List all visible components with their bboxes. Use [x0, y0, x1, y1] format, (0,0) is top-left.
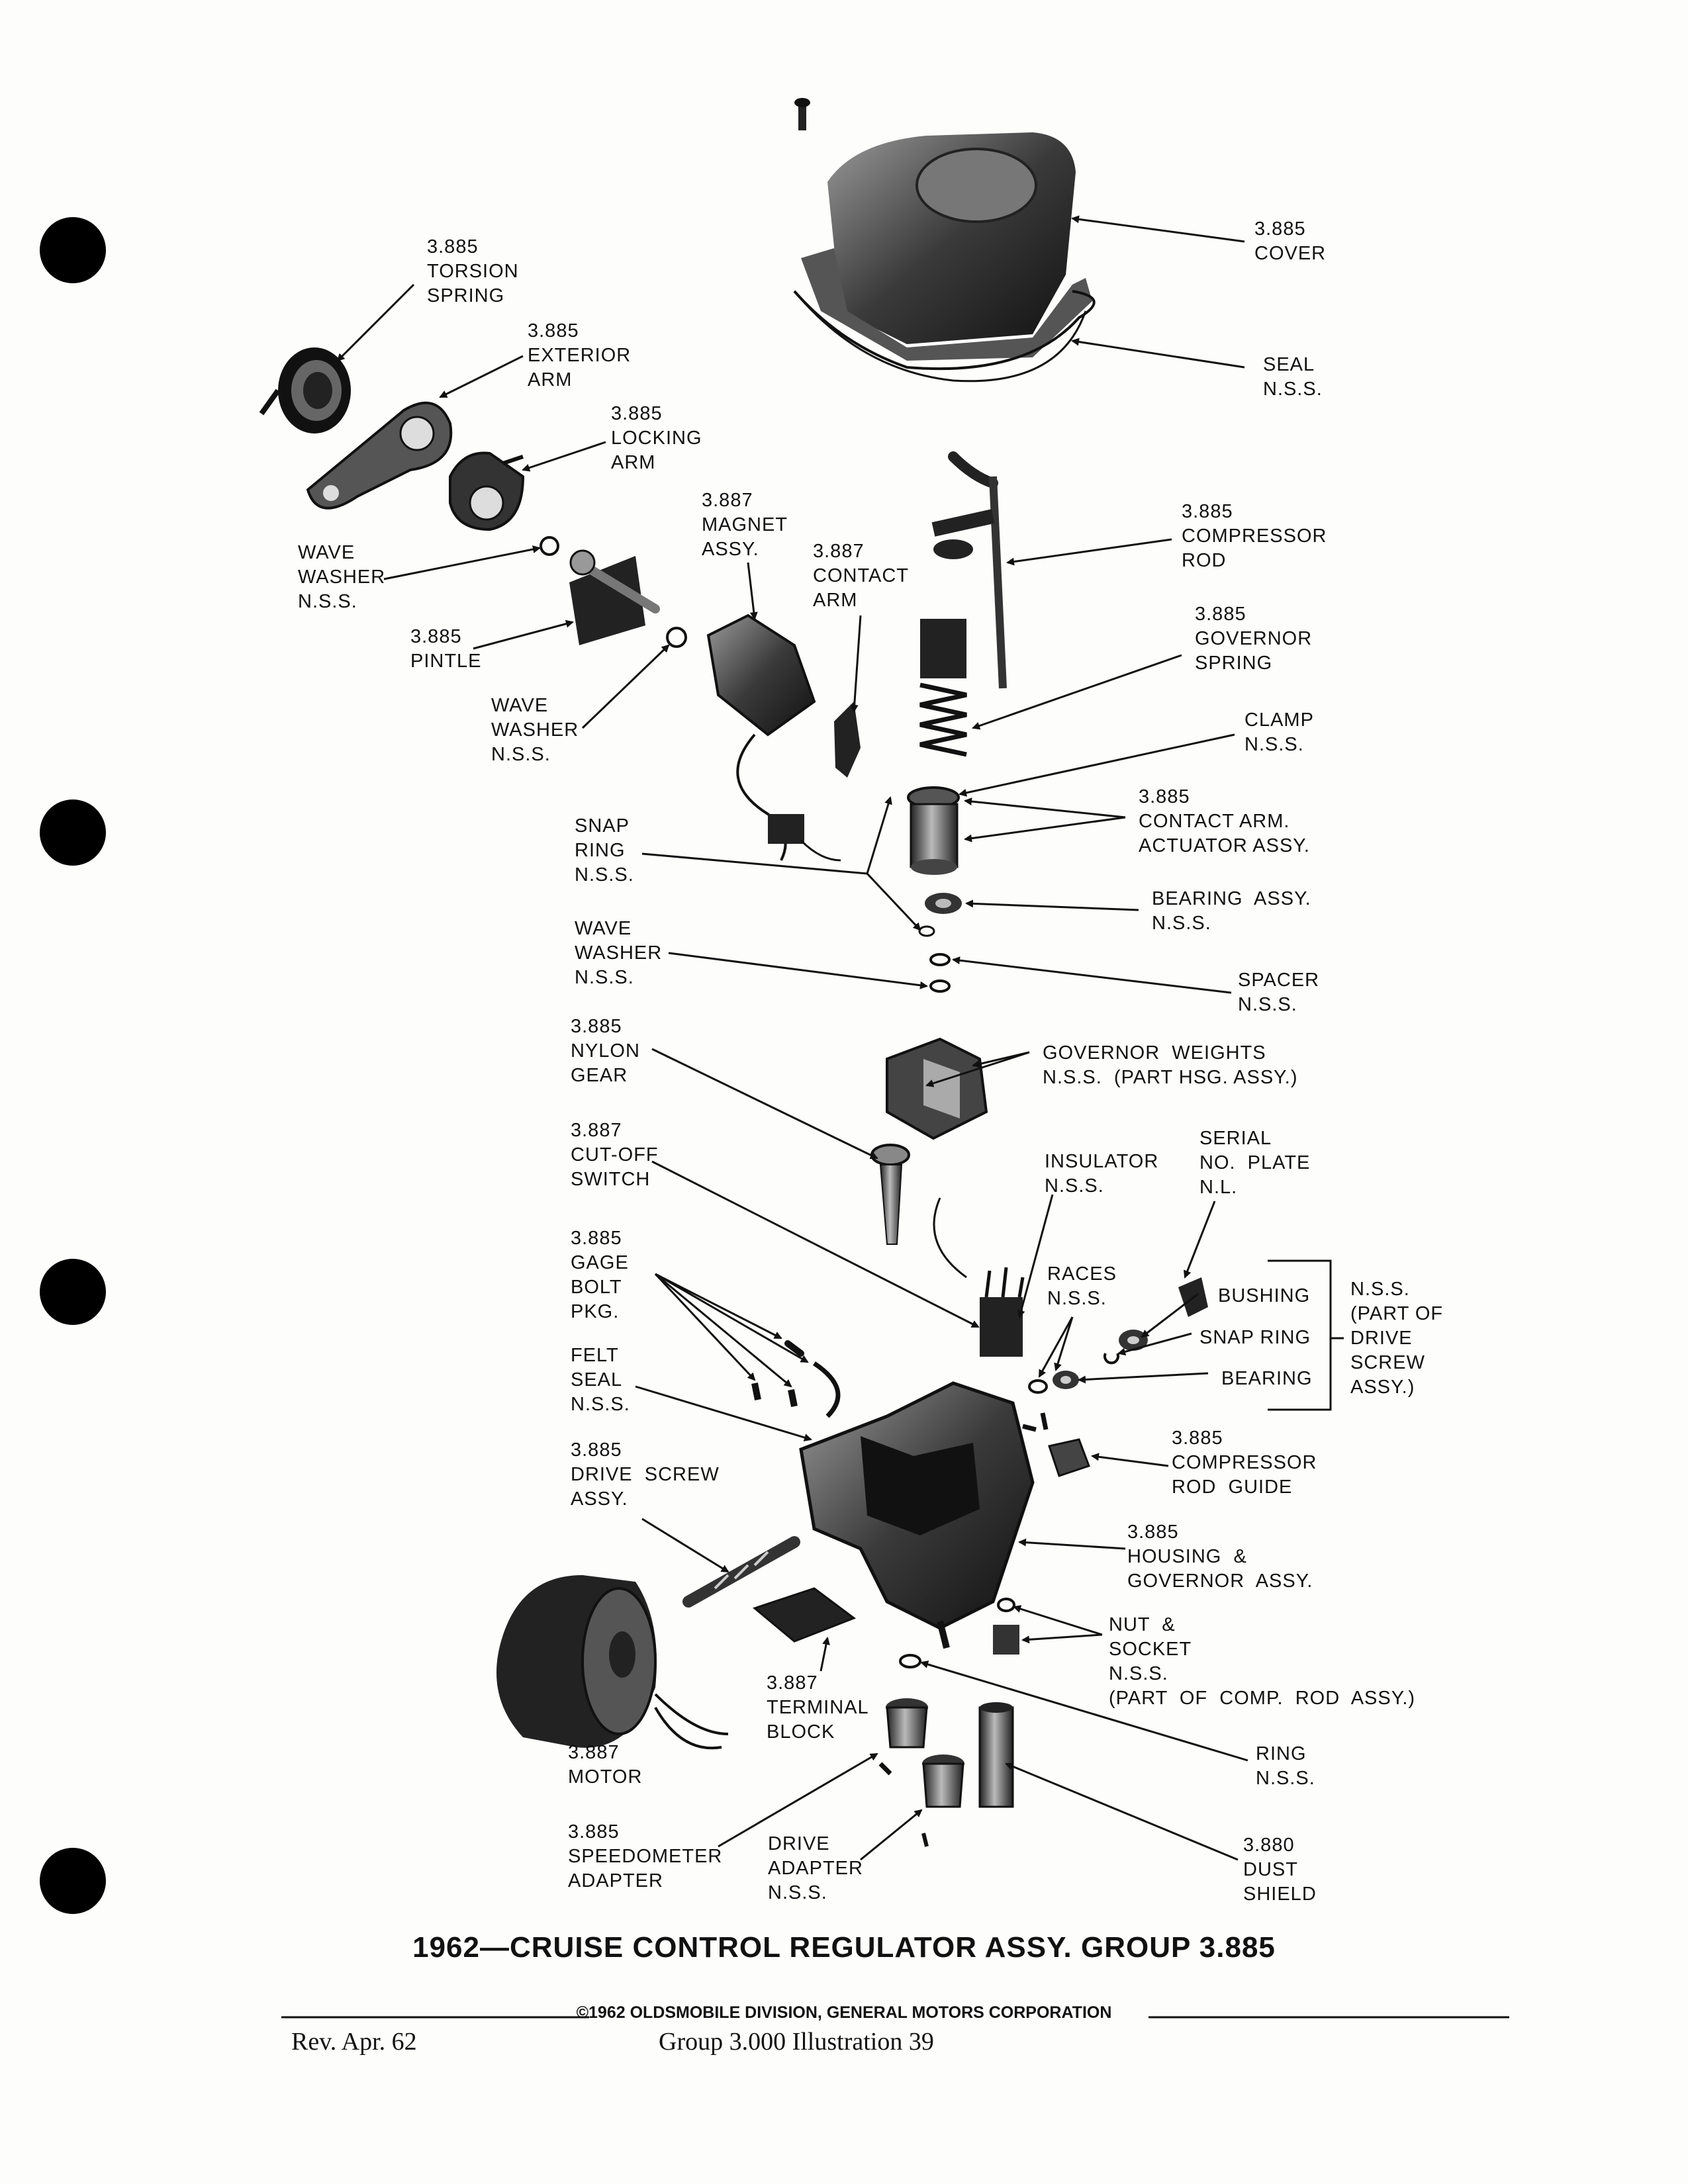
cutoff-switch-part [933, 1197, 1025, 1357]
compressor-rod-part [931, 451, 1007, 689]
contact-arm-actuator-part [907, 786, 960, 875]
nylon-gear-part [870, 1144, 910, 1245]
motor-part [496, 1575, 729, 1750]
copyright-notice: ©1962 OLDSMOBILE DIVISION, GENERAL MOTOR… [576, 2003, 1112, 2022]
contact-arm-part [834, 702, 861, 778]
wave-washer-1-part [539, 536, 559, 556]
governor-spring-part [919, 619, 967, 757]
housing-governor-part [799, 1381, 1035, 1649]
wave-washer-2-part [666, 627, 687, 648]
locking-arm-part [449, 451, 525, 531]
label-bushing: BUSHING [1218, 1285, 1311, 1306]
page-title: 1962—CRUISE CONTROL REGULATOR ASSY. GROU… [412, 1931, 1276, 1964]
label-snap-ring-2: SNAP RING [1199, 1327, 1311, 1348]
bearing-assy-part [925, 893, 962, 914]
terminal-block-part [752, 1587, 857, 1643]
governor-weights-part [886, 1037, 988, 1140]
magnet-assy-part [706, 614, 841, 862]
compressor-rod-guide-part [1022, 1412, 1090, 1477]
nut-socket-part [993, 1598, 1019, 1655]
cover-screw-part [794, 98, 810, 130]
leader-lines [336, 215, 1344, 1861]
drive-screw-part [682, 1536, 800, 1608]
binder-hole-1 [40, 217, 106, 283]
binder-hole-4 [40, 1848, 106, 1914]
binder-hole-2 [40, 799, 106, 866]
revision-date: Rev. Apr. 62 [291, 2028, 417, 2056]
label-bearing-assy: BEARING ASSY.N.S.S. [1152, 888, 1311, 934]
drive-screw-bearings-part [1028, 1330, 1148, 1394]
group-illustration: Group 3.000 Illustration 39 [659, 2028, 934, 2056]
speedometer-adapter-part [878, 1698, 928, 1776]
exterior-arm-part [306, 401, 453, 510]
label-bearing: BEARING [1221, 1368, 1313, 1389]
gage-bolt-part [751, 1340, 841, 1418]
pintle-part [569, 549, 660, 645]
torsion-spring-part [259, 347, 351, 433]
dust-shield-part [978, 1702, 1014, 1808]
drive-adapter-part [921, 1754, 964, 1847]
cover-part [793, 132, 1096, 383]
binder-hole-3 [40, 1259, 106, 1325]
